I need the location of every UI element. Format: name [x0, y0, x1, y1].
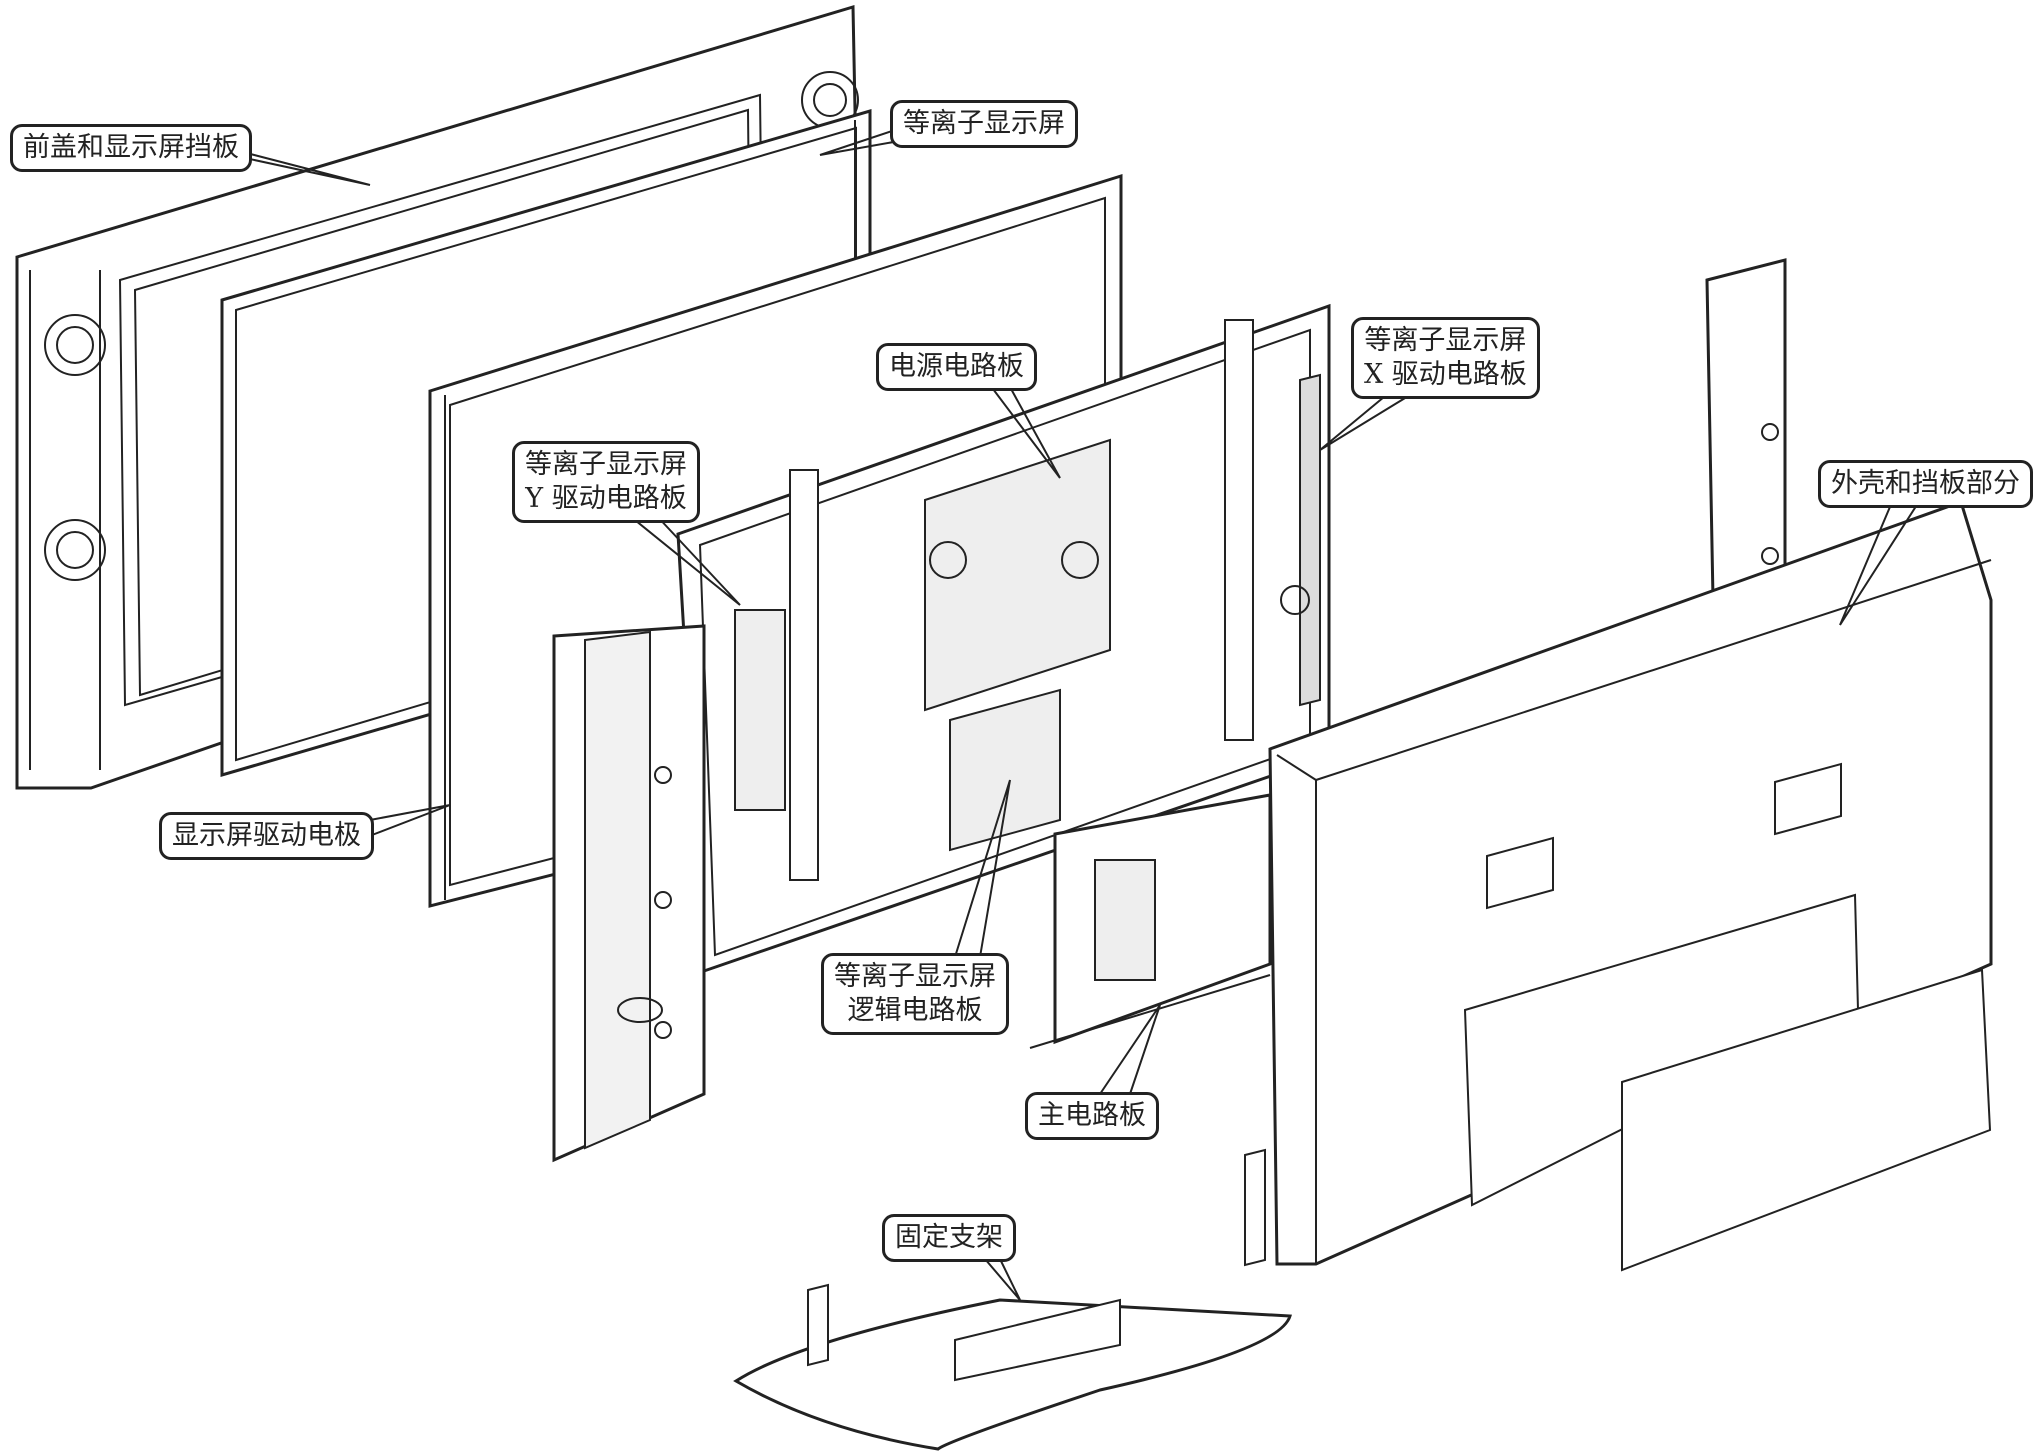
label-line: X 驱动电路板 — [1364, 359, 1527, 390]
label-y-drive-board: 等离子显示屏 Y 驱动电路板 — [512, 441, 700, 523]
label-drive-electrode: 显示屏驱动电极 — [159, 812, 374, 860]
label-x-drive-board: 等离子显示屏 X 驱动电路板 — [1351, 317, 1540, 399]
side-cover-part — [552, 624, 706, 1163]
label-line: 等离子显示屏 — [525, 449, 687, 480]
label-line: 等离子显示屏 — [1364, 325, 1527, 356]
label-stand: 固定支架 — [882, 1214, 1016, 1262]
stand-part — [733, 1148, 1292, 1451]
label-logic-board: 等离子显示屏 逻辑电路板 — [821, 953, 1009, 1035]
label-line: Y 驱动电路板 — [525, 483, 687, 514]
label-line: 逻辑电路板 — [847, 995, 983, 1026]
label-line: 等离子显示屏 — [834, 961, 996, 992]
rear-bracket-part — [1705, 258, 1787, 602]
rear-housing-part — [1268, 500, 1993, 1272]
label-main-board: 主电路板 — [1025, 1092, 1159, 1140]
label-front-bezel: 前盖和显示屏挡板 — [10, 124, 252, 172]
label-plasma-screen: 等离子显示屏 — [890, 100, 1078, 148]
main-board-part — [1029, 793, 1272, 1049]
callout-leaders — [234, 129, 1921, 1301]
circuit-chassis-part — [676, 303, 1331, 974]
label-housing: 外壳和挡板部分 — [1818, 460, 2033, 508]
label-power-board: 电源电路板 — [876, 343, 1037, 391]
